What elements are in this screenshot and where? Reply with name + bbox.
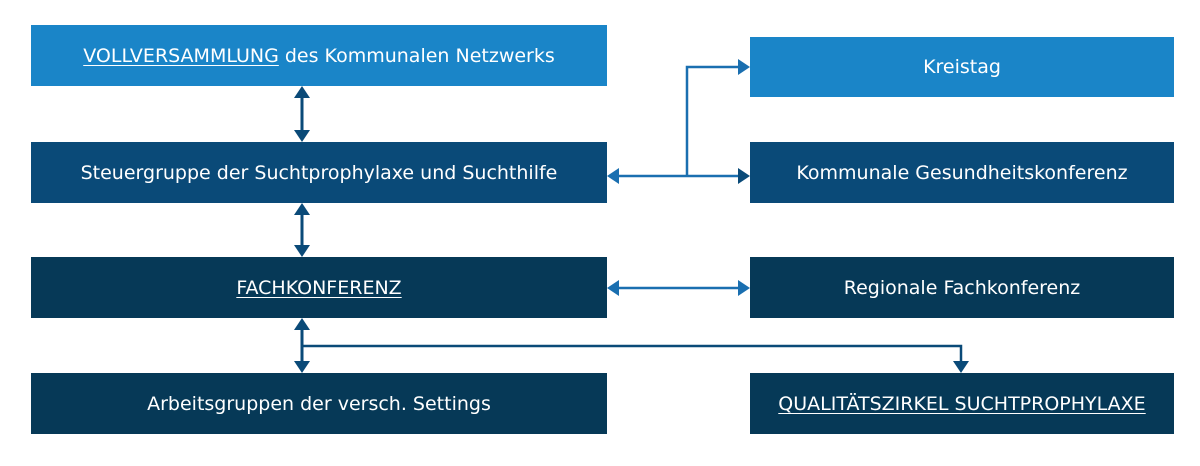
kreistag-label: Kreistag: [923, 56, 1001, 78]
box-steuergruppe: Steuergruppe der Suchtprophylaxe und Suc…: [31, 142, 607, 203]
arrow-fachkonferenz-qualitaetszirkel: [302, 344, 969, 373]
box-fachkonferenz: FACHKONFERENZ: [31, 257, 607, 318]
arrow-steuergruppe-right: [607, 168, 750, 184]
arbeitsgruppen-label: Arbeitsgruppen der versch. Settings: [147, 392, 491, 415]
arrow-steuergruppe-kreistag: [685, 59, 750, 176]
box-arbeitsgruppen: Arbeitsgruppen der versch. Settings: [31, 373, 607, 434]
box-qualitaetszirkel: QUALITÄTSZIRKEL SUCHTPROPHYLAXE: [750, 373, 1174, 434]
box-vollversammlung: VOLLVERSAMMLUNG des Kommunalen Netzwerks: [31, 25, 607, 86]
gesundheitskonferenz-label: Kommunale Gesundheitskonferenz: [796, 161, 1128, 184]
fachkonferenz-link[interactable]: FACHKONFERENZ: [236, 276, 402, 299]
arrow-steuergruppe-fachkonferenz: [294, 203, 310, 257]
arrow-vollversammlung-steuergruppe: [294, 86, 310, 142]
box-regionale-fachkonferenz: Regionale Fachkonferenz: [750, 257, 1174, 318]
steuergruppe-label: Steuergruppe der Suchtprophylaxe und Suc…: [80, 161, 558, 184]
box-gesundheitskonferenz: Kommunale Gesundheitskonferenz: [750, 142, 1174, 203]
regionale-fachkonferenz-label: Regionale Fachkonferenz: [843, 276, 1081, 299]
vollversammlung-link[interactable]: VOLLVERSAMMLUNG: [83, 44, 279, 67]
qualitaetszirkel-link[interactable]: QUALITÄTSZIRKEL SUCHTPROPHYLAXE: [778, 392, 1146, 415]
box-kreistag: Kreistag: [750, 37, 1174, 97]
vollversammlung-label: des Kommunalen Netzwerks: [278, 44, 555, 67]
arrow-fachkonferenz-regional: [607, 280, 750, 296]
notch-diamonds: [288, 53, 975, 387]
